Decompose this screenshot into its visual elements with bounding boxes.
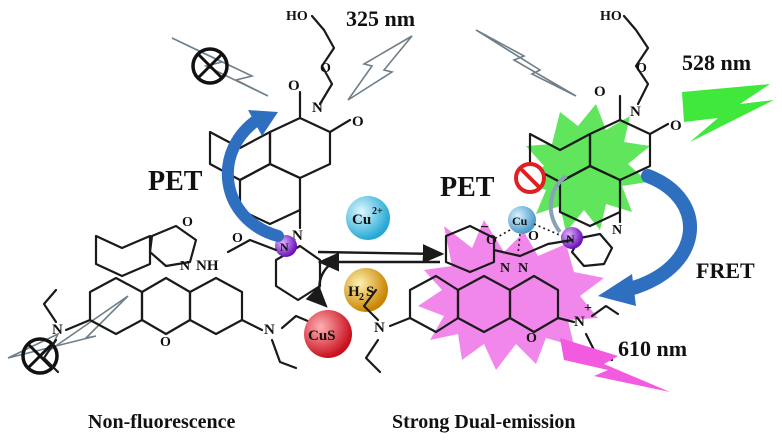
atom-o: O	[486, 233, 497, 248]
pet-arrowhead-left	[248, 110, 278, 136]
h2s-s: S	[366, 284, 374, 300]
pet-blocked-icon	[514, 162, 546, 194]
atom-n: N	[374, 320, 385, 336]
atom-n: N	[180, 259, 190, 274]
atom-o: O	[288, 78, 300, 94]
atom-n: N	[500, 261, 510, 276]
atom-nh: NH	[196, 258, 219, 274]
blocked-excitation-top	[171, 37, 269, 97]
fret-arrow	[619, 169, 697, 297]
caption-right: Strong Dual-emission	[392, 411, 576, 433]
h2s-sphere: H 2 S	[344, 268, 388, 312]
bound-nitrogen	[561, 227, 583, 249]
atom-o: O	[528, 229, 539, 244]
atom-o: O	[526, 331, 537, 346]
cu-ion-sphere: Cu 2+	[346, 196, 390, 240]
excitation-bolt-right	[475, 29, 577, 97]
probe-molecule-off: O N O O HO N N O NH O N O N N	[42, 9, 364, 374]
cu-ion-symbol: Cu	[352, 212, 371, 228]
cus-label: CuS	[308, 328, 336, 344]
atom-n: N	[280, 240, 289, 254]
atom-o: O	[594, 84, 606, 100]
atom-o: O	[670, 118, 682, 134]
red-emission-label: 610 nm	[618, 336, 687, 361]
precipitation-arrow	[305, 260, 335, 308]
green-emission-bolt	[682, 84, 774, 142]
atom-ho: HO	[600, 9, 622, 24]
pet-label-left: PET	[148, 166, 203, 197]
red-emission-bolt	[560, 338, 670, 392]
no-emission-icon-bottom	[21, 337, 59, 375]
atom-o: O	[636, 61, 647, 76]
h2s-sub: 2	[359, 292, 364, 303]
atom-n: N	[630, 104, 641, 120]
charge-plus: +	[584, 301, 592, 316]
atom-o: O	[352, 114, 364, 130]
atom-ho: HO	[286, 9, 308, 24]
pet-label-right: PET	[440, 172, 495, 203]
excitation-wavelength-label: 325 nm	[346, 6, 415, 31]
bound-copper-label: Cu	[512, 214, 528, 228]
excitation-bolt-left	[347, 35, 413, 101]
atom-o: O	[160, 335, 171, 350]
forward-reaction-arrow	[317, 244, 445, 264]
coordination-bond	[517, 233, 521, 255]
atom-o: O	[320, 61, 331, 76]
atom-n: N	[612, 223, 622, 238]
pet-arrow-left	[221, 112, 284, 242]
no-emission-icon	[191, 47, 229, 85]
green-emission-label: 528 nm	[682, 50, 751, 75]
fret-arrowhead	[598, 274, 636, 306]
cus-sphere: CuS	[304, 310, 352, 358]
atom-n: N	[566, 232, 575, 246]
atom-n: N	[264, 322, 275, 338]
cu-ion-charge: 2+	[372, 206, 383, 217]
h2s-h: H	[348, 284, 360, 300]
atom-n: N	[52, 322, 63, 338]
blocked-excitation-bottom	[7, 295, 129, 375]
charge-minus: −	[480, 219, 489, 236]
coordination-bond	[533, 223, 563, 237]
caption-left: Non-fluorescence	[88, 411, 235, 433]
atom-o: O	[182, 215, 193, 230]
pet-arrow-right-blocked	[548, 174, 568, 234]
atom-n: N	[518, 261, 528, 276]
atom-n: N	[574, 314, 585, 330]
fret-label: FRET	[696, 258, 755, 283]
atom-n: N	[312, 100, 323, 116]
bound-copper	[508, 206, 536, 234]
atom-n: N	[292, 228, 303, 244]
coordination-bond	[495, 229, 511, 239]
atom-o: O	[232, 231, 243, 246]
